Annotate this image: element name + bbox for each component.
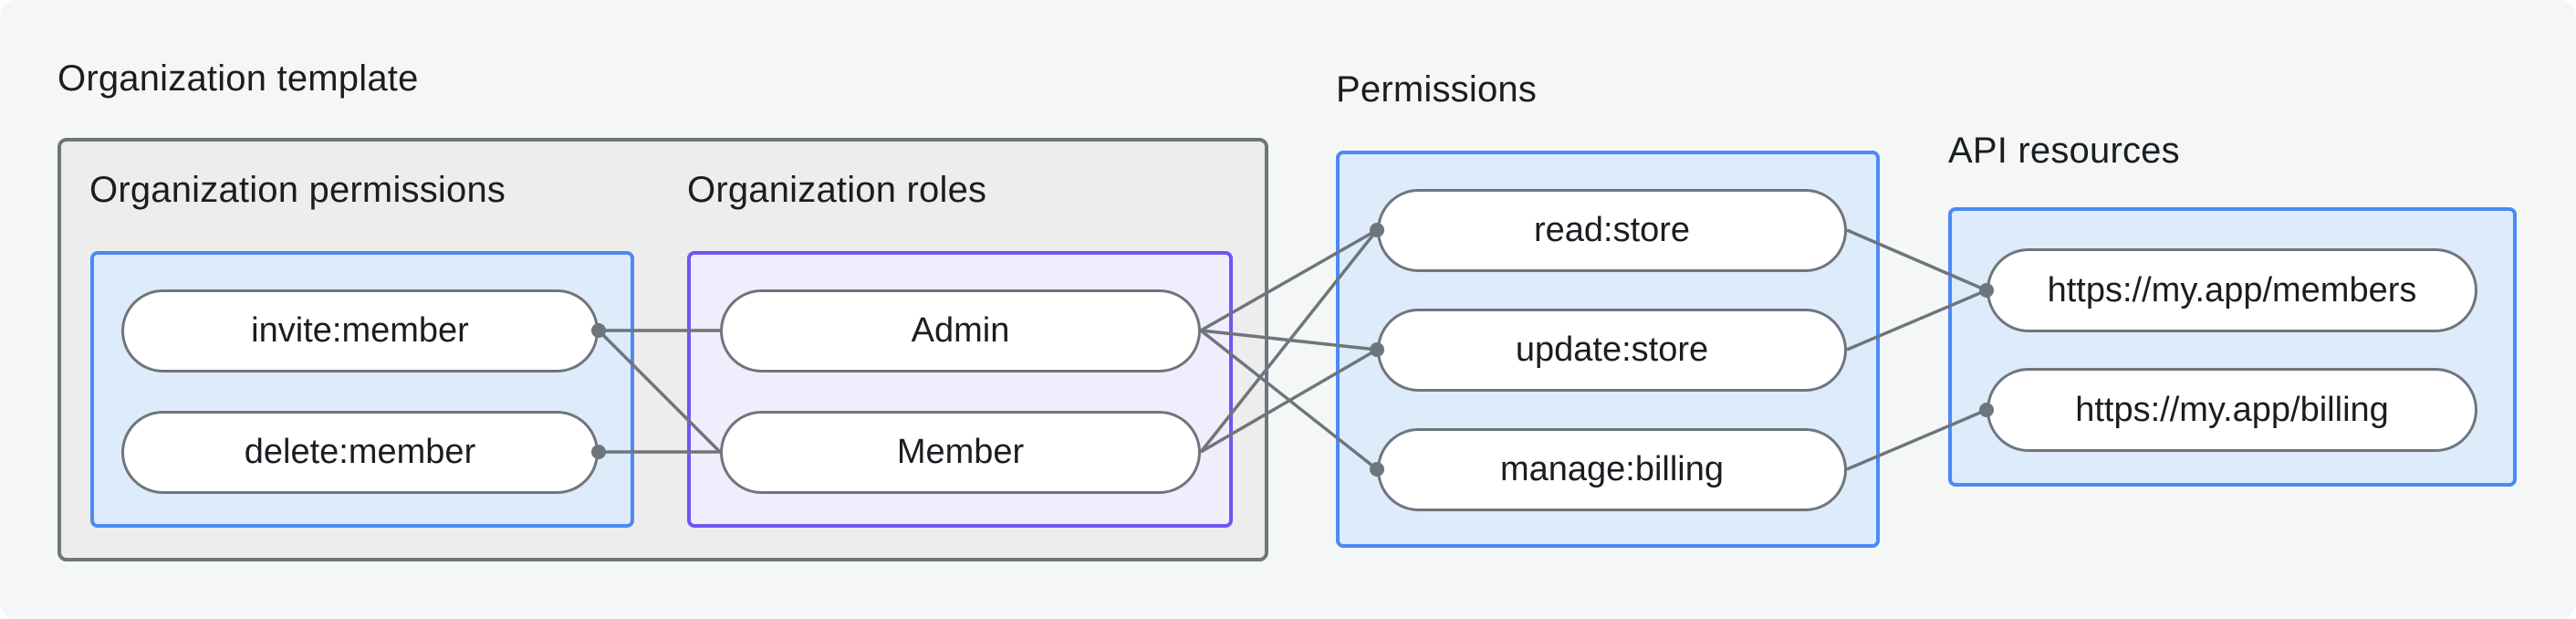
node-manage-billing: manage:billing [1377, 428, 1847, 511]
node-update-store: update:store [1377, 309, 1847, 392]
org-permissions-label: Organization permissions [89, 170, 506, 210]
node-api-billing: https://my.app/billing [1987, 368, 2477, 452]
api-resources-label: API resources [1948, 131, 2180, 171]
node-member: Member [720, 411, 1201, 494]
node-api-members: https://my.app/members [1987, 248, 2477, 332]
org-roles-label: Organization roles [687, 170, 987, 210]
node-invite-member: invite:member [121, 289, 599, 372]
org-template-label: Organization template [57, 58, 419, 99]
node-admin: Admin [720, 289, 1201, 372]
permissions-label: Permissions [1336, 69, 1538, 110]
node-read-store: read:store [1377, 189, 1847, 272]
node-delete-member: delete:member [121, 411, 599, 494]
